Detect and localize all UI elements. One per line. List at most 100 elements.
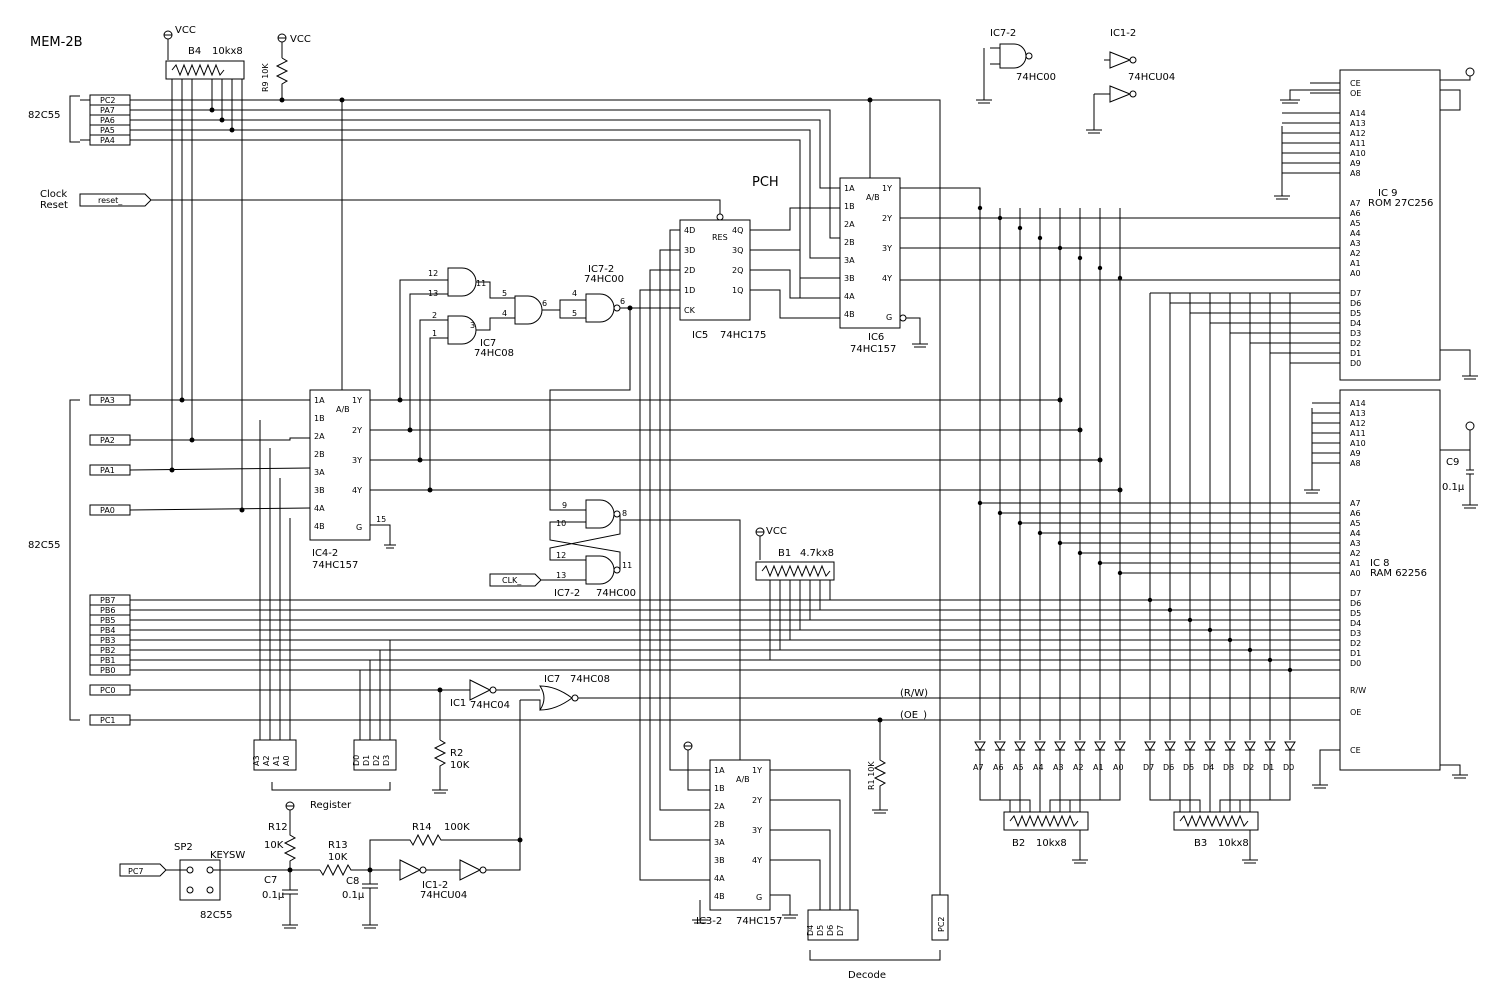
ic3-pin-3a: 3A bbox=[714, 838, 725, 847]
svg-text:1: 1 bbox=[432, 329, 437, 338]
ram-pin-a14: A14 bbox=[1350, 399, 1366, 408]
rom-pin-a6: A6 bbox=[1350, 209, 1361, 218]
reg-a-a1: A1 bbox=[272, 755, 281, 766]
ic4-pin-1b: 1B bbox=[314, 414, 325, 423]
ic4-pin-2a: 2A bbox=[314, 432, 325, 441]
ic4-pin-2b: 2B bbox=[314, 450, 325, 459]
ic3-pin-1b: 1B bbox=[714, 784, 725, 793]
rom-pin-a5: A5 bbox=[1350, 219, 1361, 228]
ram-pin-d0: D0 bbox=[1350, 659, 1361, 668]
led-a-label-3: A4 bbox=[1033, 763, 1044, 772]
b4-label: B4 bbox=[188, 46, 201, 57]
ic3-pin-3y: 3Y bbox=[752, 826, 762, 835]
led-d-label-6: D1 bbox=[1263, 763, 1274, 772]
ic6-pin-4y: 4Y bbox=[882, 274, 892, 283]
reg-d-d2: D2 bbox=[372, 755, 381, 766]
led-d-7 bbox=[1284, 741, 1296, 751]
port-pa2-label: PA2 bbox=[100, 436, 115, 445]
ic5-label: IC5 bbox=[692, 330, 708, 341]
c7-label: C7 bbox=[264, 875, 277, 886]
ram-pin-a0: A0 bbox=[1350, 569, 1361, 578]
ic6-pin-4a: 4A bbox=[844, 292, 855, 301]
svg-text:12: 12 bbox=[428, 269, 438, 278]
ic8-type: RAM 62256 bbox=[1370, 568, 1427, 579]
ram-pin-a10: A10 bbox=[1350, 439, 1366, 448]
r2-label: R2 bbox=[450, 748, 463, 759]
ic4-pin-2y: 2Y bbox=[352, 426, 362, 435]
ic12-label-c: IC1-2 bbox=[422, 880, 448, 891]
r13-label: R13 bbox=[328, 840, 348, 851]
ic5-pin-1d: 1D bbox=[684, 286, 695, 295]
led-d-5 bbox=[1244, 741, 1256, 751]
rom-pin-a4: A4 bbox=[1350, 229, 1361, 238]
reg-a-a2: A2 bbox=[262, 755, 271, 766]
ic1-label: IC1 bbox=[450, 698, 466, 709]
r9-label: R9 10K bbox=[261, 63, 270, 92]
ram-pin-a7: A7 bbox=[1350, 499, 1361, 508]
port-pc2-label: PC2 bbox=[100, 96, 116, 105]
b2-label: B2 bbox=[1012, 838, 1025, 849]
ram-pin-d1: D1 bbox=[1350, 649, 1361, 658]
r2-value: 10K bbox=[450, 760, 470, 771]
ic7-label: IC7 bbox=[480, 338, 496, 349]
c7-value: 0.1μ bbox=[262, 890, 285, 901]
ram-pin-a11: A11 bbox=[1350, 429, 1366, 438]
reg-d-d0: D0 bbox=[352, 755, 361, 766]
led-a-6 bbox=[1094, 741, 1106, 751]
svg-text:5: 5 bbox=[572, 309, 577, 318]
ram-pin-d3: D3 bbox=[1350, 629, 1361, 638]
led-a-label-1: A6 bbox=[993, 763, 1004, 772]
ram-pin-a2: A2 bbox=[1350, 549, 1361, 558]
b4-value: 10kx8 bbox=[212, 46, 243, 57]
oe-label: (OE_) bbox=[900, 710, 927, 721]
ic4-label: IC4-2 bbox=[312, 548, 338, 559]
ram-pin-d5: D5 bbox=[1350, 609, 1361, 618]
rw-label: (R/W) bbox=[900, 688, 928, 699]
ic12-type-b: 74HCU04 bbox=[1128, 72, 1175, 83]
ic3-pin-1y: 1Y bbox=[752, 766, 762, 775]
led-d-3 bbox=[1204, 741, 1216, 751]
svg-text:2: 2 bbox=[432, 311, 437, 320]
ic7-type: 74HC08 bbox=[474, 348, 514, 359]
ram-pin-a1: A1 bbox=[1350, 559, 1361, 568]
ic4-g: G bbox=[356, 523, 362, 532]
ic3-pin-4y: 4Y bbox=[752, 856, 762, 865]
ic6-g: G bbox=[886, 313, 892, 322]
keyswitch[interactable] bbox=[179, 859, 221, 901]
ic6-sel: A/B bbox=[866, 193, 880, 202]
ic5-pin-4q: 4Q bbox=[732, 226, 743, 235]
ic5-res: RES bbox=[712, 233, 728, 242]
svg-text:4: 4 bbox=[502, 309, 507, 318]
rom-pin-a12: A12 bbox=[1350, 129, 1366, 138]
ic72-label-c: IC7-2 bbox=[554, 588, 580, 599]
r12-label: R12 bbox=[268, 822, 288, 833]
register-label: Register bbox=[310, 800, 352, 811]
port-pa7-label: PA7 bbox=[100, 106, 115, 115]
led-d-6 bbox=[1264, 741, 1276, 751]
led-d-label-0: D7 bbox=[1143, 763, 1154, 772]
rom-pin-d4: D4 bbox=[1350, 319, 1361, 328]
ic6-pin-1b: 1B bbox=[844, 202, 855, 211]
rom-pin-a14: A14 bbox=[1350, 109, 1366, 118]
reset-label: Reset bbox=[40, 200, 68, 211]
r1-label: R1 10K bbox=[867, 761, 876, 790]
ram-pin-d7: D7 bbox=[1350, 589, 1361, 598]
ic5-pin-2d: 2D bbox=[684, 266, 695, 275]
port-pa6-label: PA6 bbox=[100, 116, 115, 125]
led-d-label-4: D3 bbox=[1223, 763, 1234, 772]
svg-text:6: 6 bbox=[620, 297, 625, 306]
ic4-pin-4b: 4B bbox=[314, 522, 325, 531]
ic72-type-a: 74HC00 bbox=[584, 274, 624, 285]
ic6-pin-1a: 1A bbox=[844, 184, 855, 193]
pc2-connector: PC2 bbox=[937, 917, 946, 933]
ram-pin-ctl-0: R/W bbox=[1350, 686, 1366, 695]
ic9-rom: CEOEA14A13A12A11A10A9A8A7A6A5A4A3A2A1A0D… bbox=[1150, 67, 1478, 381]
port-pc0-label: PC0 bbox=[100, 686, 116, 695]
pch-label: PCH bbox=[752, 175, 779, 190]
reset-signal-label: reset_ bbox=[98, 196, 123, 205]
svg-text:9: 9 bbox=[562, 501, 567, 510]
port-82c55-label-mid: 82C55 bbox=[28, 540, 60, 551]
